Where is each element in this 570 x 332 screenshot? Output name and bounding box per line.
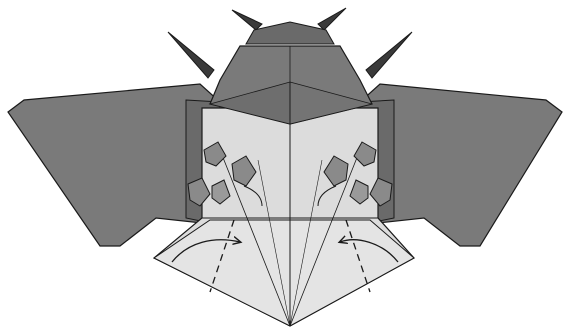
head xyxy=(210,22,372,124)
antenna-top-left xyxy=(232,10,262,30)
antenna-side-left xyxy=(168,32,214,78)
antenna-side-right xyxy=(366,32,412,78)
antenna-top-right xyxy=(318,8,346,30)
